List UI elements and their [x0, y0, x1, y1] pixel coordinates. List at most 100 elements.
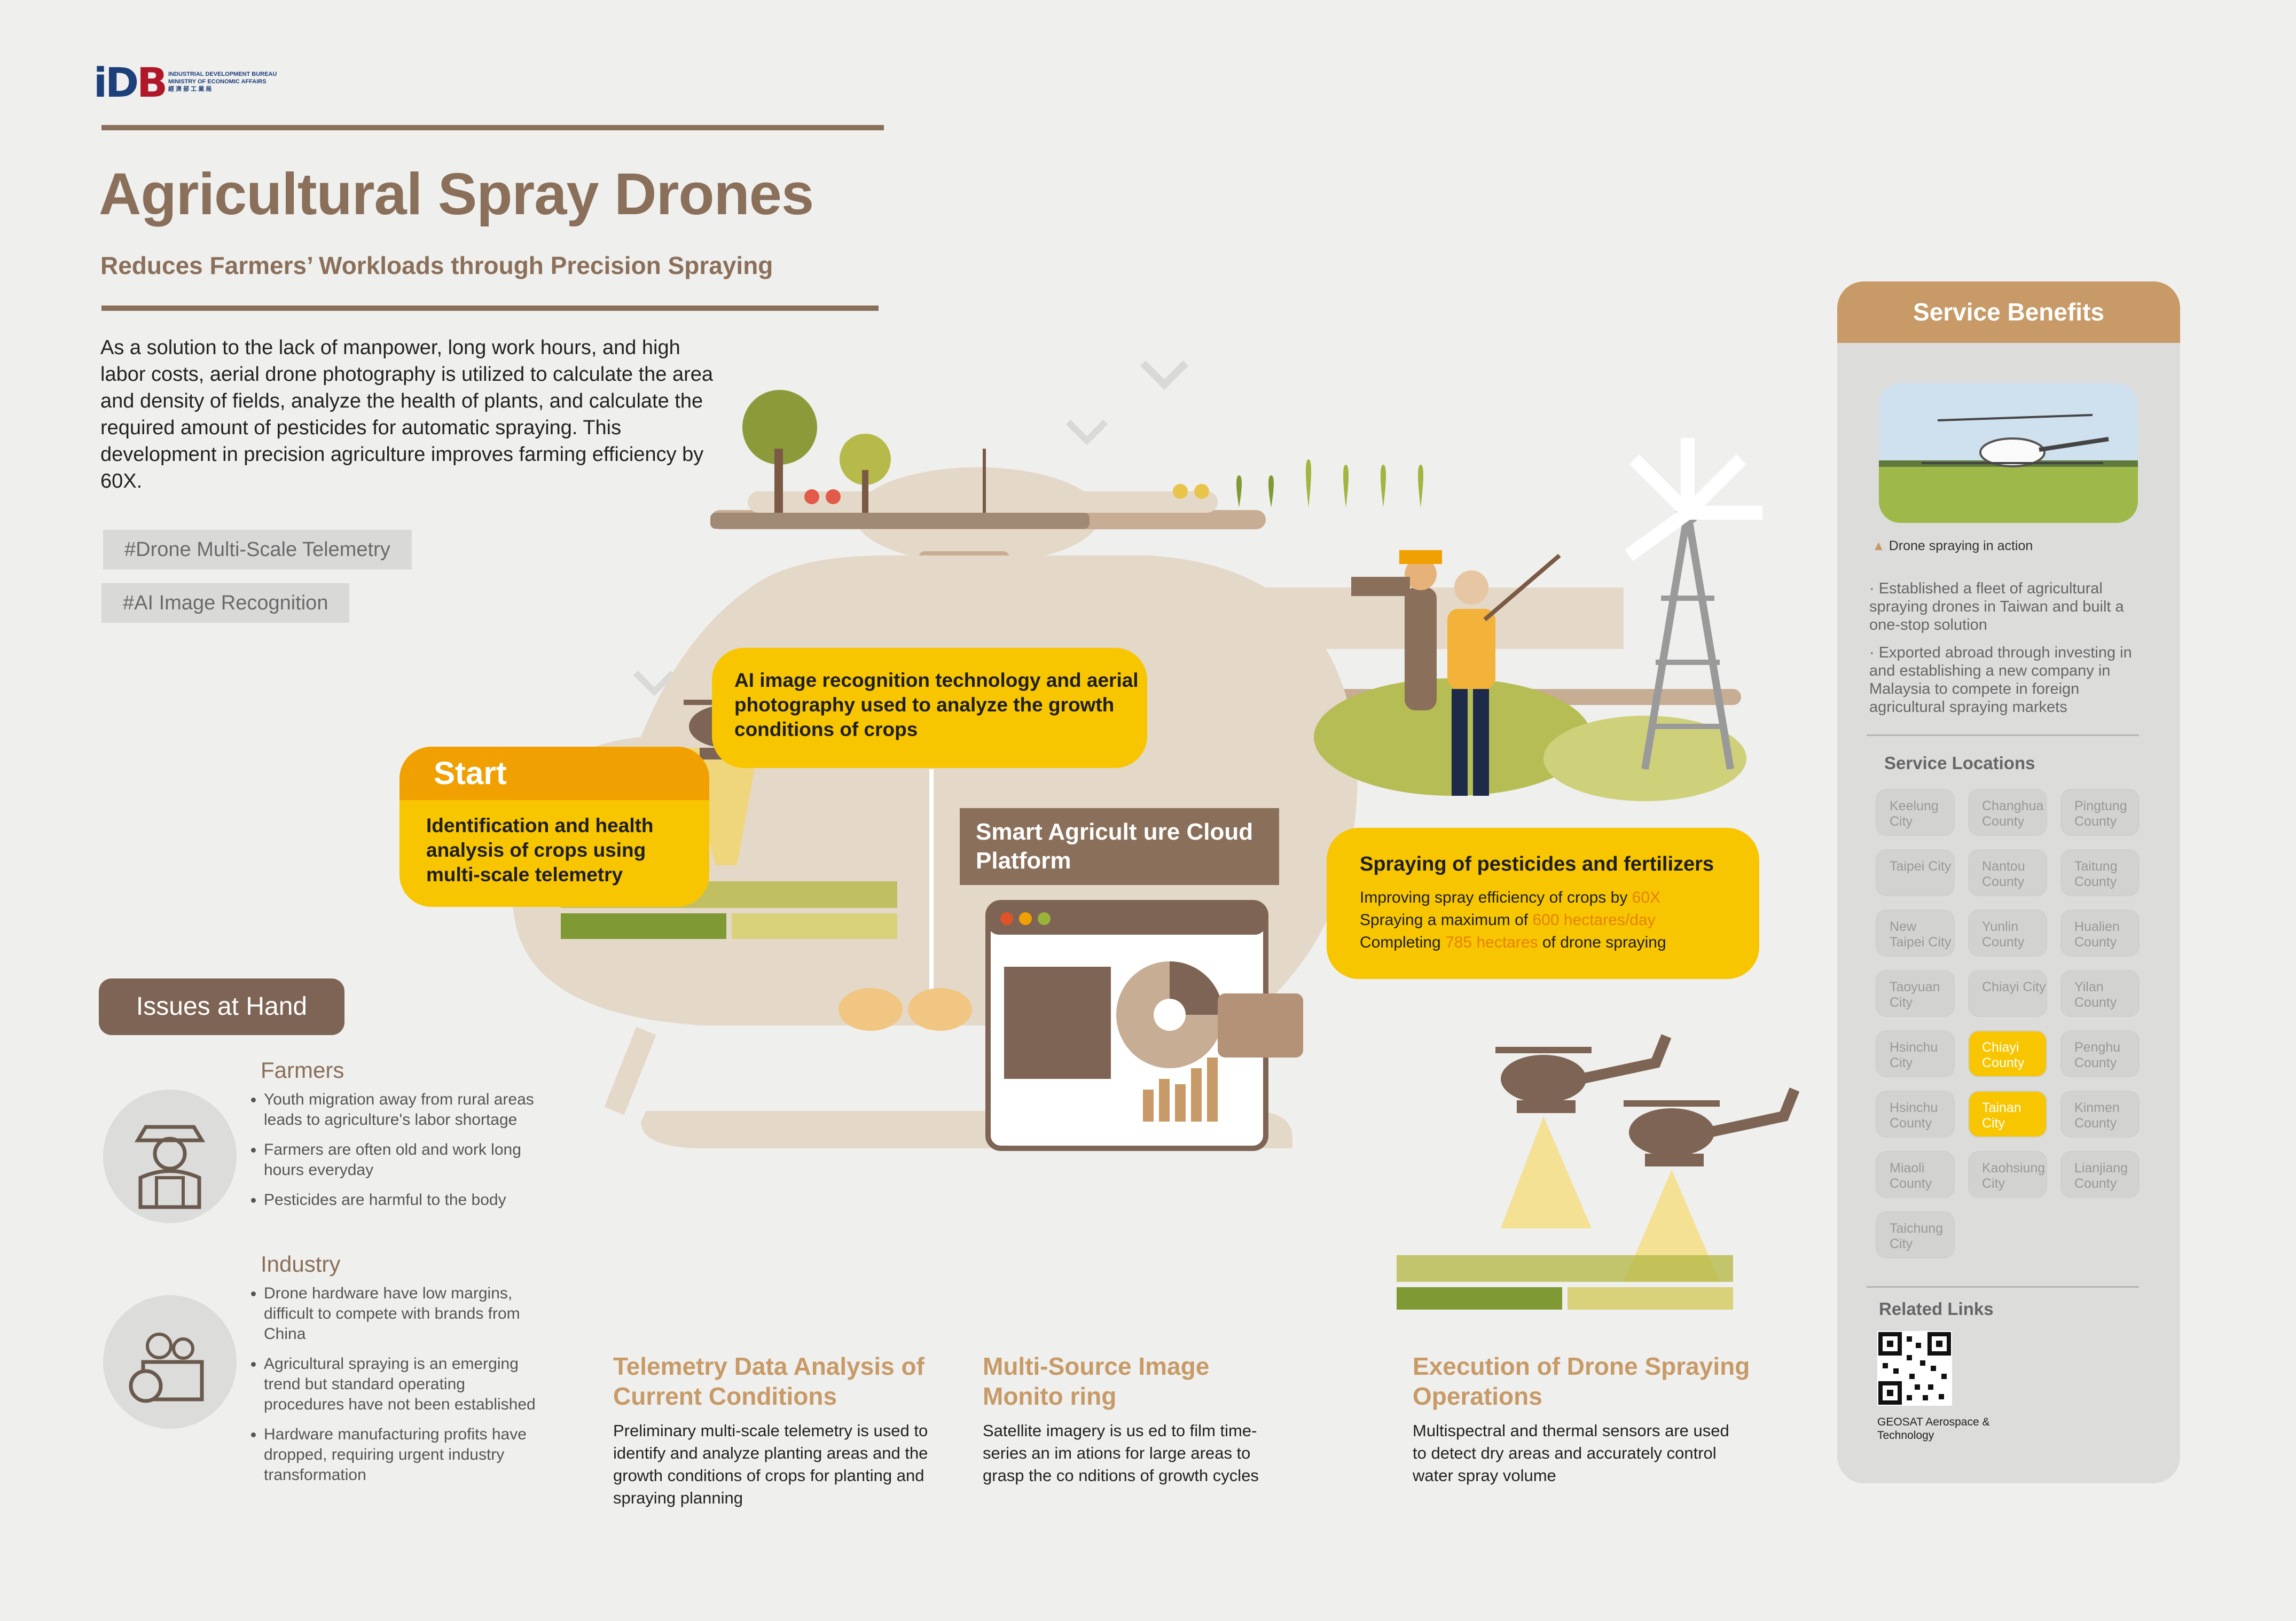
- org-line-1: INDUSTRIAL DEVELOPMENT BUREAU: [168, 71, 277, 77]
- column-execution: Execution of Drone Spraying Operations M…: [1413, 1351, 1786, 1487]
- farmer-icon-circle: [103, 1090, 237, 1223]
- start-label: Start: [399, 747, 709, 800]
- industry-icon-circle: [103, 1295, 237, 1429]
- list-item: · Exported abroad through investing in a…: [1869, 644, 2132, 716]
- industry-list: Drone hardware have low margins, difficu…: [251, 1283, 539, 1495]
- farmers-figure: [1351, 550, 1561, 796]
- spray-stat-max: Spraying a maximum of 600 hectares/day: [1360, 911, 1656, 929]
- field-row: [561, 913, 726, 939]
- intro-paragraph: As a solution to the lack of manpower, l…: [100, 336, 714, 492]
- list-item: Pesticides are harmful to the body: [264, 1190, 539, 1210]
- spray-stat-efficiency: Improving spray efficiency of crops by 6…: [1360, 889, 1661, 906]
- spraying-callout: Spraying of pesticides and fertilizers I…: [1327, 828, 1759, 979]
- location-chip: Keelung City: [1876, 789, 1955, 836]
- location-chip: Tainan City: [1968, 1091, 2047, 1138]
- location-chip: Hsinchu City: [1876, 1030, 1955, 1077]
- location-chip: Taoyuan City: [1876, 970, 1955, 1017]
- location-chip: Kinmen County: [2060, 1091, 2140, 1138]
- spraying-heading: Spraying of pesticides and fertilizers: [1360, 853, 1714, 875]
- qr-code-icon[interactable]: [1877, 1331, 1952, 1406]
- start-callout: Start Identification and health analysis…: [399, 747, 709, 907]
- list-item: Hardware manufacturing profits have drop…: [264, 1424, 539, 1485]
- location-chip: Yunlin County: [1968, 910, 2047, 957]
- drone-icon: [1624, 1087, 1800, 1166]
- org-line-3: 經 濟 部 工 業 局: [168, 86, 212, 92]
- field-row: [1568, 1287, 1733, 1310]
- bird-icon: [1065, 419, 1108, 445]
- tag-ai[interactable]: #AI Image Recognition: [101, 583, 350, 623]
- location-chip: Chiayi County: [1968, 1030, 2047, 1077]
- column-title: Telemetry Data Analysis of Current Condi…: [613, 1352, 924, 1410]
- page-subtitle: Reduces Farmers’ Workloads through Preci…: [100, 252, 773, 279]
- farmers-list: Youth migration away from rural areas le…: [251, 1090, 539, 1220]
- photo-caption-text: Drone spraying in action: [1888, 538, 2033, 553]
- farmers-heading: Farmers: [261, 1058, 344, 1083]
- tree-icon: [742, 390, 817, 465]
- bird-icon: [633, 670, 676, 696]
- column-body: Multispectral and thermal sensors are us…: [1413, 1421, 1729, 1485]
- top-rule: [101, 125, 884, 130]
- tag-telemetry[interactable]: #Drone Multi-Scale Telemetry: [103, 530, 412, 569]
- windmill-icon: [1625, 438, 1762, 770]
- list-item: Farmers are often old and work long hour…: [264, 1140, 539, 1180]
- location-chip: Nantou County: [1968, 849, 2047, 896]
- crop-chart-tile: [1004, 967, 1111, 1079]
- column-body: Satellite imagery is us ed to film time-…: [983, 1421, 1259, 1485]
- location-chip: New Taipei City: [1876, 910, 1955, 957]
- benefits-list: · Established a fleet of agricultural sp…: [1869, 580, 2147, 716]
- flower-icon: [826, 489, 841, 504]
- logo-org-text: INDUSTRIAL DEVELOPMENT BUREAU MINISTRY O…: [168, 71, 286, 93]
- drone-icon: [1495, 1034, 1672, 1113]
- photo-caption: ▲ Drone spraying in action: [1872, 538, 2033, 554]
- location-chip: Kaohsiung City: [1968, 1151, 2047, 1198]
- location-chip: Taichung City: [1876, 1211, 1955, 1258]
- shovel-icon: [983, 449, 986, 513]
- bird-icon: [1140, 361, 1188, 390]
- location-chip: Hsinchu County: [1876, 1091, 1955, 1138]
- produce-basket-icon: [129, 1333, 204, 1403]
- ai-callout-text: AI image recognition technology and aeri…: [734, 669, 1139, 740]
- company-name[interactable]: GEOSAT Aerospace & Technology: [1877, 1416, 1990, 1442]
- column-monitoring: Multi-Source Image Monito ring Satellite…: [983, 1351, 1282, 1487]
- location-chip: Lianjiang County: [2060, 1151, 2140, 1198]
- column-title: Multi-Source Image Monito ring: [983, 1352, 1210, 1410]
- location-chip: Taitung County: [2060, 849, 2140, 896]
- farmer-icon: [134, 1125, 206, 1209]
- list-item: Youth migration away from rural areas le…: [264, 1090, 539, 1130]
- ai-callout: AI image recognition technology and aeri…: [712, 648, 1147, 768]
- drone-photo: [1879, 383, 2138, 523]
- hay-bale-icon: [908, 988, 972, 1031]
- list-item: · Established a fleet of agricultural sp…: [1869, 580, 2124, 633]
- column-title: Execution of Drone Spraying Operations: [1413, 1352, 1750, 1410]
- start-text: Identification and health analysis of cr…: [426, 815, 654, 886]
- location-chip: Hualien County: [2060, 910, 2140, 957]
- location-chip: Taipei City: [1876, 849, 1955, 896]
- hay-bale-icon: [839, 988, 903, 1031]
- location-chip: Miaoli County: [1876, 1151, 1955, 1198]
- field-row: [732, 913, 897, 939]
- page-title: Agricultural Spray Drones: [99, 161, 814, 227]
- tree-icon: [840, 434, 891, 485]
- location-chip: Pingtung County: [2060, 789, 2140, 836]
- chat-bubble-icon: [1218, 993, 1303, 1058]
- list-item: Drone hardware have low margins, difficu…: [264, 1283, 539, 1344]
- seedlings-row: [1173, 459, 1423, 507]
- list-item: Agricultural spraying is an emerging tre…: [264, 1354, 539, 1415]
- spray-stat-completed: Completing 785 hectares of drone sprayin…: [1360, 934, 1666, 951]
- triangle-icon: ▲: [1872, 538, 1885, 553]
- field-row: [1397, 1287, 1562, 1310]
- location-chip: Yilan County: [2060, 970, 2140, 1017]
- service-benefits-heading: Service Benefits: [1837, 281, 2180, 343]
- locations-grid: Keelung City Changhua County Pingtung Coun…: [1876, 789, 2143, 1270]
- idb-logo: iDB INDUSTRIAL DEVELOPMENT BUREAU MINIST…: [93, 62, 277, 103]
- location-chip: Changhua County: [1968, 789, 2047, 836]
- related-links-heading: Related Links: [1879, 1299, 1994, 1319]
- spray-beam: [1501, 1116, 1592, 1228]
- divider: [1867, 734, 2139, 736]
- location-chip: Penghu County: [2060, 1030, 2140, 1077]
- cloud-platform-label: Smart Agricult ure Cloud Platform: [960, 808, 1279, 885]
- location-chip: Chiayi City: [1968, 970, 2047, 1017]
- divider: [1867, 1286, 2139, 1288]
- sub-rule: [101, 306, 879, 311]
- org-line-2: MINISTRY OF ECONOMIC AFFAIRS: [168, 79, 267, 85]
